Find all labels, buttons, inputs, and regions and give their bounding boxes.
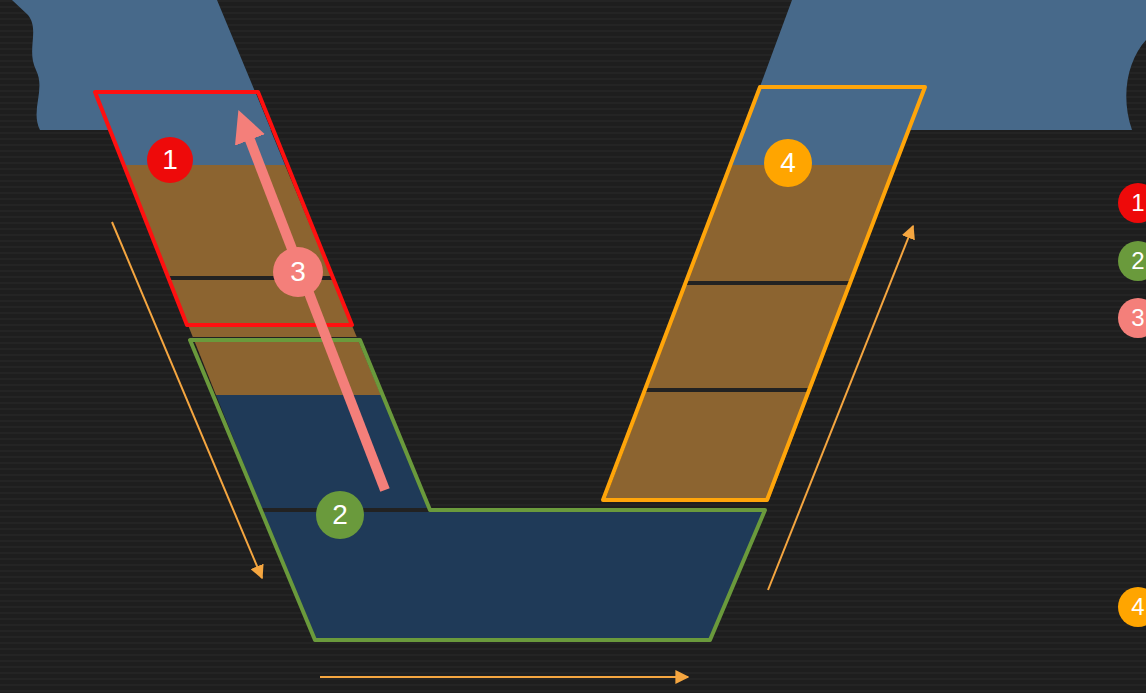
region-outline	[190, 340, 765, 640]
callout-number: 2	[1131, 249, 1144, 273]
soil-layer	[124, 165, 381, 395]
soil-layer	[605, 165, 896, 500]
soil-layer	[731, 87, 925, 165]
callout-circle: 3	[273, 247, 323, 297]
callout-number: 1	[1131, 191, 1144, 215]
callout-circle: 2	[316, 491, 364, 539]
layer-seams	[169, 278, 851, 510]
callout-number: 3	[290, 258, 306, 286]
callout-number: 1	[162, 146, 178, 174]
callout-circle: 4	[764, 139, 812, 187]
callout-number: 4	[1131, 595, 1144, 619]
callout-number: 3	[1131, 306, 1144, 330]
callout-number: 2	[332, 501, 348, 529]
callout-number: 4	[780, 149, 796, 177]
region-outline	[603, 87, 925, 500]
callout-circle: 1	[147, 137, 193, 183]
region-outline	[95, 92, 352, 325]
flow-arrows	[112, 222, 913, 677]
move-arrow	[243, 122, 385, 490]
